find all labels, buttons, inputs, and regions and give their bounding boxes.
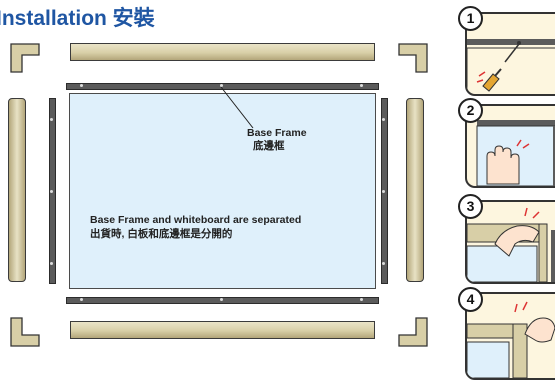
rail-screw-hole <box>220 298 223 301</box>
step-3-number: 3 <box>458 194 483 219</box>
rail-screw-hole <box>382 190 385 193</box>
left-trim-bar <box>8 98 26 282</box>
screw-screwdriver-icon <box>467 39 555 94</box>
hand-fitting-corner-icon <box>467 301 555 378</box>
page-title: Installation 安裝 <box>0 7 155 30</box>
rail-screw-hole <box>80 84 83 87</box>
corner-piece-top-left <box>10 43 40 73</box>
rail-screw-hole <box>360 298 363 301</box>
rail-screw-hole <box>382 118 385 121</box>
right-trim-bar <box>406 98 424 282</box>
step-4-number: 4 <box>458 287 483 312</box>
corner-piece-top-right <box>398 43 428 73</box>
rail-screw-hole <box>360 84 363 87</box>
step-2-number: 2 <box>458 98 483 123</box>
rail-screw-hole <box>80 298 83 301</box>
rail-screw-hole <box>220 84 223 87</box>
corner-piece-bottom-left <box>10 317 40 347</box>
rail-screw-hole <box>382 262 385 265</box>
whiteboard-panel <box>69 93 376 289</box>
top-trim-bar <box>70 43 375 61</box>
separated-note-zh: 出貨時, 白板和底邊框是分開的 <box>90 228 233 240</box>
base-frame-label-en: Base Frame <box>247 127 307 139</box>
base-frame-leader-line <box>220 86 254 129</box>
hand-pressing-icon <box>476 120 555 186</box>
rail-screw-hole <box>50 190 53 193</box>
rail-screw-hole <box>50 262 53 265</box>
bottom-trim-bar <box>70 321 375 339</box>
base-frame-label-zh: 底邊框 <box>253 140 285 152</box>
hand-pressing-trim-icon <box>467 207 555 282</box>
rail-screw-hole <box>50 118 53 121</box>
step-1-number: 1 <box>458 6 483 31</box>
separated-note-en: Base Frame and whiteboard are separated <box>90 214 302 226</box>
corner-piece-bottom-right <box>398 317 428 347</box>
